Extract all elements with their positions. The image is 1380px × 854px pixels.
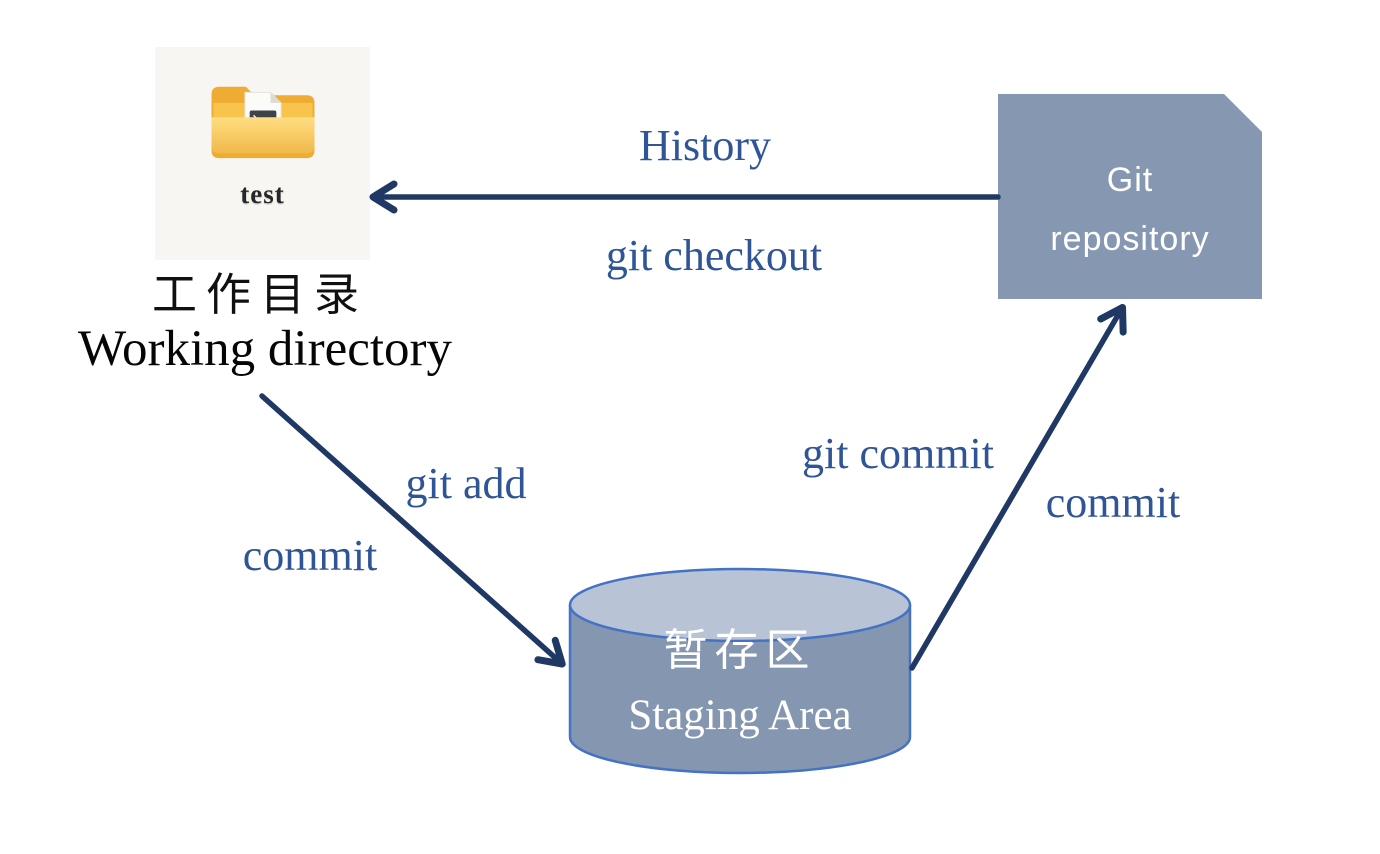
git-repository-node: Git repository [998, 94, 1262, 299]
git-repository-title-line1: Git [1106, 160, 1154, 199]
edge-label-git-add: git add [405, 459, 527, 508]
staging-area-node [568, 567, 912, 775]
folder-icon [211, 86, 314, 159]
edge-label-git-commit: git commit [802, 429, 994, 478]
edge-label-commit-right: commit [1045, 478, 1181, 527]
staging-area-title-cn: 暂存区 [663, 626, 817, 675]
git-repository-title-line2: repository [1050, 219, 1210, 258]
working-directory-title-en: Working directory [77, 321, 453, 377]
folder-label: test [240, 179, 285, 209]
staging-area-title-en: Staging Area [628, 692, 852, 739]
arrow-add-workdir-to-staging [259, 393, 566, 668]
edge-label-git-checkout: git checkout [605, 231, 823, 280]
working-directory-node: test [155, 47, 370, 260]
edge-label-history: History [639, 121, 771, 170]
working-directory-title-cn: 工作目录 [151, 270, 368, 320]
edge-label-commit-left: commit [242, 531, 378, 580]
